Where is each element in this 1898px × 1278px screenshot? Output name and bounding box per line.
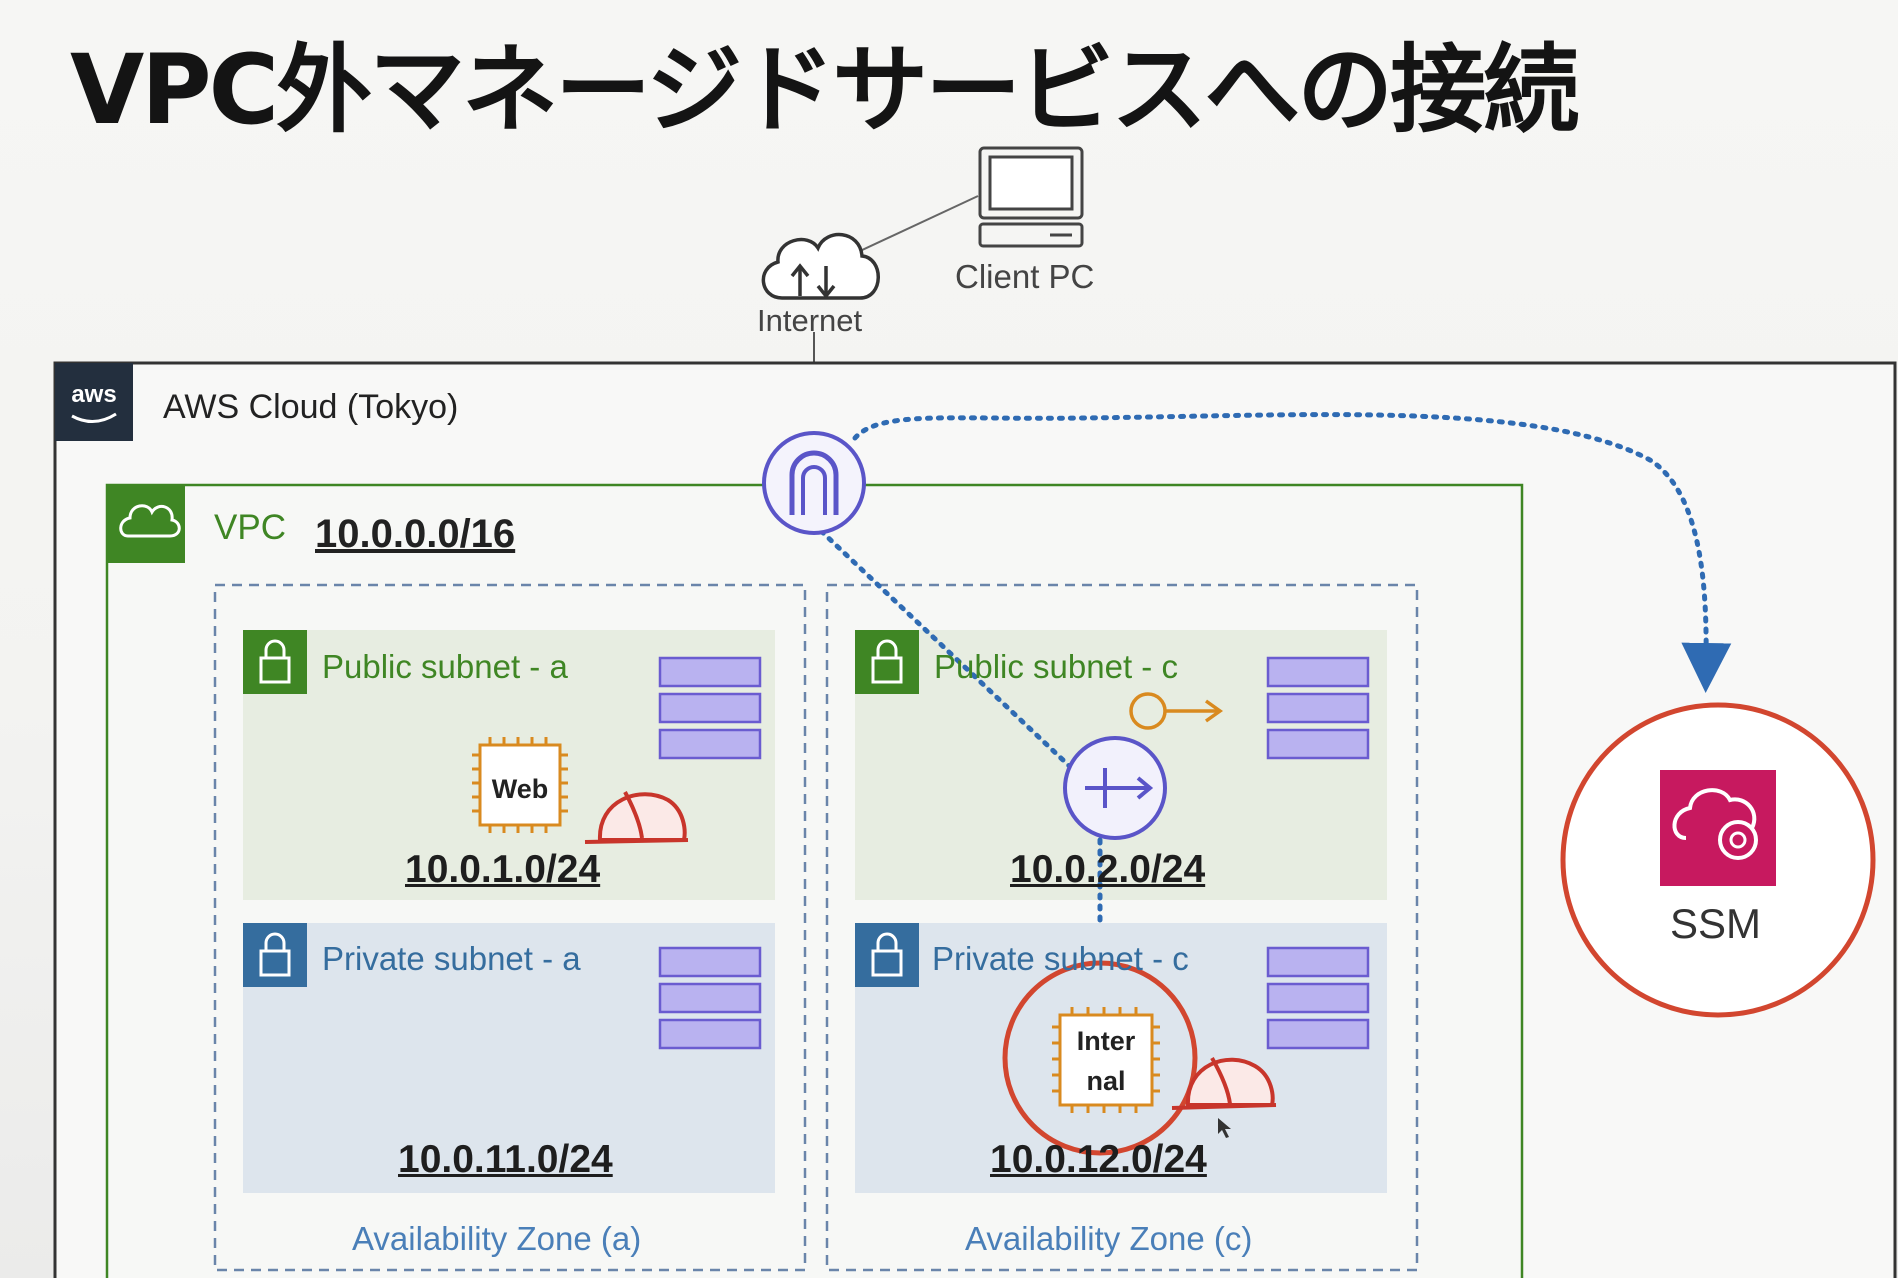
az-c-label: Availability Zone (c) [965, 1220, 1253, 1257]
public-subnet-a-label: Public subnet - a [322, 648, 568, 685]
security-helmet-icon [584, 791, 689, 844]
lock-icon [855, 630, 919, 694]
public-subnet-a-cidr: 10.0.1.0/24 [405, 848, 601, 891]
public-subnet-c-cidr: 10.0.2.0/24 [1010, 848, 1206, 891]
az-a-border [213, 583, 807, 1272]
route-table-icon [658, 656, 762, 760]
az-a-label: Availability Zone (a) [352, 1220, 642, 1257]
mouse-cursor [1218, 1118, 1231, 1138]
vpc-cloud-icon [107, 485, 185, 563]
internal-instance-label-1: Inter [1077, 1026, 1136, 1056]
private-subnet-a-cidr: 10.0.11.0/24 [398, 1138, 613, 1181]
client-pc-label: Client PC [955, 258, 1095, 295]
ssm-icon [1660, 770, 1776, 886]
web-instance-label: Web [492, 774, 549, 804]
private-subnet-c-cidr: 10.0.12.0/24 [990, 1138, 1207, 1181]
ec2-chip-icon [472, 737, 568, 833]
computer-icon [978, 146, 1084, 248]
route-table-icon [1266, 946, 1370, 1050]
internet-label: Internet [757, 303, 863, 338]
flow-arrow [852, 412, 1732, 693]
aws-logo-icon: aws [55, 363, 133, 441]
ec2-chip-icon [1052, 1007, 1160, 1113]
internal-highlight-circle [1002, 960, 1198, 1156]
ssm-label: SSM [1670, 900, 1762, 947]
az-c-border [825, 583, 1419, 1272]
private-subnet-a-label: Private subnet - a [322, 940, 581, 977]
security-helmet-icon [1171, 1057, 1277, 1110]
route-table-icon [658, 946, 762, 1050]
internal-instance-label-2: nal [1086, 1066, 1125, 1096]
vpc-cidr: 10.0.0.0/16 [315, 512, 516, 556]
public-subnet-c-label: Public subnet - c [934, 648, 1178, 685]
lock-icon [243, 630, 307, 694]
vpc-label: VPC [214, 508, 286, 547]
private-subnet-c-label: Private subnet - c [932, 940, 1189, 977]
client-internet-link [844, 195, 979, 259]
key-icon [1129, 692, 1224, 730]
nat-gateway-icon [1063, 736, 1167, 840]
svg-text:aws: aws [71, 381, 116, 408]
lock-icon [855, 923, 919, 987]
internet-gateway-icon [762, 431, 866, 535]
lock-icon [243, 923, 307, 987]
aws-cloud-label: AWS Cloud (Tokyo) [163, 388, 459, 426]
cloud-icon [761, 232, 880, 300]
route-table-icon [1266, 656, 1370, 760]
slide-title: VPC外マネージドサービスへの接続 [70, 34, 1579, 146]
